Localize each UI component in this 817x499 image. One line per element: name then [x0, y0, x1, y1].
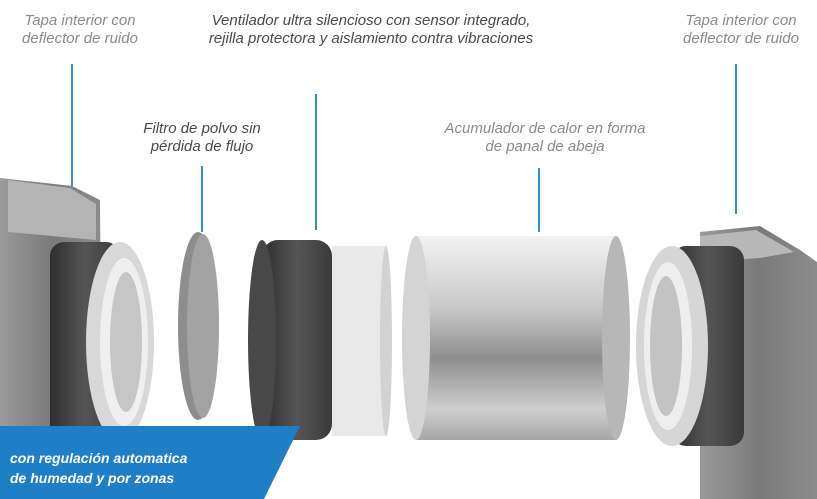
filter-label: Filtro de polvo sin pérdida de flujo — [143, 120, 261, 155]
leader-line-accumulator — [538, 168, 540, 232]
banner-line-2: de humedad y por zonas — [10, 470, 175, 486]
fan-label: Ventilador ultra silencioso con sensor i… — [208, 12, 534, 47]
banner-line-1: con regulación automatica — [10, 450, 188, 466]
accumulator-label-line2: de panal de abeja — [485, 138, 605, 155]
accumulator-label-line1: Acumulador de calor en forma — [444, 120, 646, 137]
leader-line-filter — [201, 166, 203, 232]
left-cover-label: Tapa interior con deflector de ruido — [22, 12, 138, 47]
right-cover-part — [636, 226, 817, 499]
left-cover-part — [0, 178, 154, 480]
accumulator-label: Acumulador de calor en forma de panal de… — [410, 120, 680, 156]
leader-line-fan — [315, 94, 317, 230]
leader-line-left-cover — [71, 64, 73, 186]
dust-filter-part — [178, 232, 219, 420]
feature-banner — [0, 426, 300, 499]
right-cover-label: Tapa interior con deflector de ruido — [683, 12, 799, 47]
heat-accumulator-part — [402, 236, 630, 440]
feature-banner-text: con regulación automatica de humedad y p… — [10, 448, 270, 488]
leader-line-right-cover — [735, 64, 737, 214]
fan-part — [248, 240, 392, 440]
